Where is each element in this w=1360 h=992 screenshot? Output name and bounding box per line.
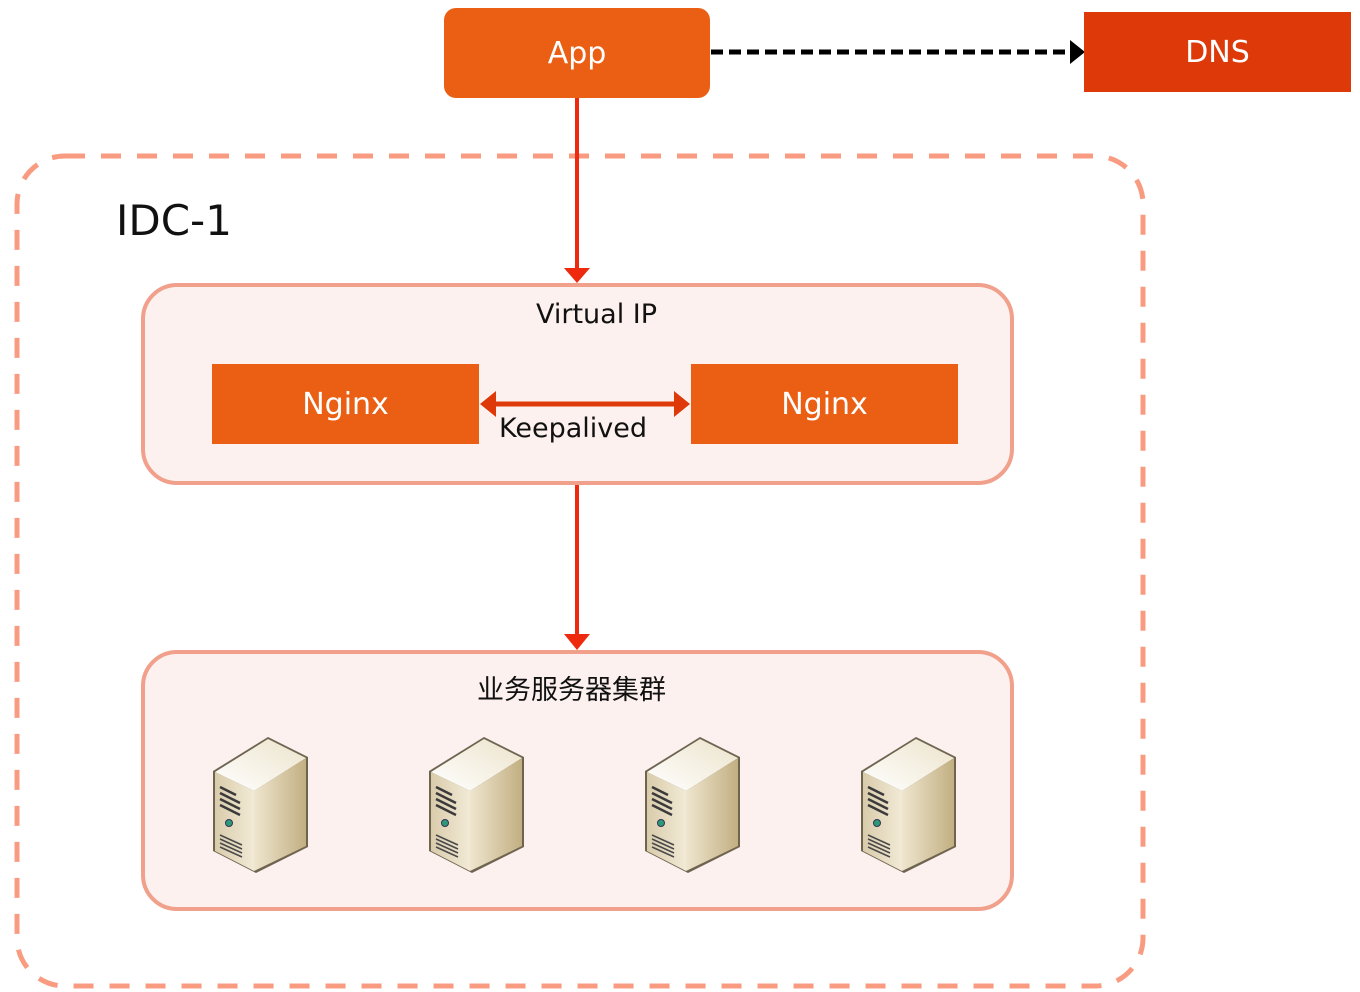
dns-label: DNS [1185,34,1250,70]
nginx-primary-label: Nginx [302,386,389,422]
app-node[interactable]: App [444,8,710,98]
server-icon[interactable] [426,735,526,875]
app-dns-arrowhead [1070,40,1085,64]
app-label: App [547,35,607,71]
virtual-ip-label: Virtual IP [535,299,658,330]
nginx-secondary-node[interactable]: Nginx [691,364,958,444]
vip-cluster-arrowhead [564,634,590,650]
idc-label: IDC-1 [116,196,232,245]
app-vip-arrowhead [564,268,590,283]
nginx-primary-node[interactable]: Nginx [212,364,479,444]
server-cluster-label: 业务服务器集群 [477,675,666,706]
dns-node[interactable]: DNS [1084,12,1351,92]
server-icon[interactable] [642,735,742,875]
server-icon[interactable] [858,735,958,875]
server-icon[interactable] [210,735,310,875]
nginx-secondary-label: Nginx [781,386,868,422]
keepalived-label: Keepalived [499,413,647,444]
